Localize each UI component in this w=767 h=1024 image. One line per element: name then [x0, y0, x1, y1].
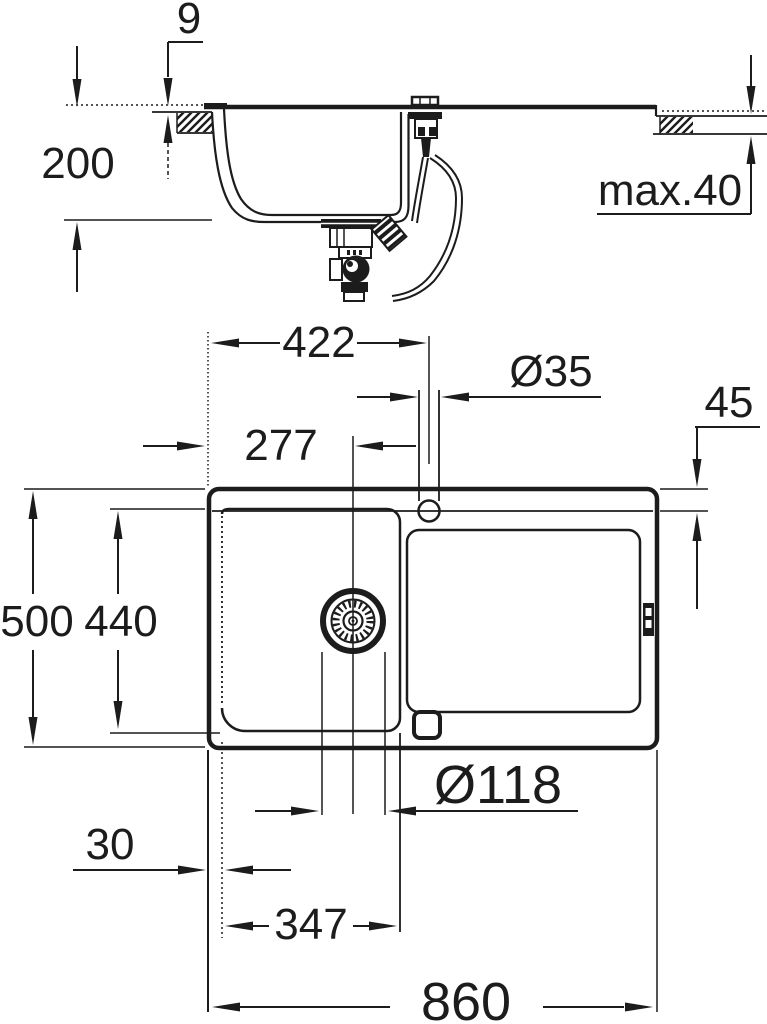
dim-rim-height: 9	[163, 0, 203, 179]
dim-rim-width: 45	[692, 378, 760, 609]
drainboard	[405, 528, 642, 714]
overflow-hose	[391, 154, 464, 302]
dim-bowl-width: 347	[225, 900, 397, 949]
dim-counter-thickness: max.40	[597, 55, 756, 215]
dim-label-overall-depth: 500	[0, 597, 73, 646]
dim-bowl-area-depth: 440	[84, 511, 158, 729]
overflow-badge	[412, 710, 442, 740]
dim-label-drain-offset: 277	[244, 421, 317, 470]
plan-view: 422 Ø35 277 45	[0, 318, 760, 1024]
dim-label-rim-height: 9	[177, 0, 201, 43]
ribbed-inlet	[370, 213, 408, 253]
dim-label-counter-thickness: max.40	[598, 166, 742, 215]
dim-label-bowl-area-depth: 440	[84, 597, 157, 646]
dim-edge-to-bowl: 30	[73, 820, 291, 875]
section-view: 9 200 max.40	[41, 0, 767, 302]
dim-label-edge-to-bowl: 30	[86, 820, 135, 869]
dim-label-overall-length: 860	[421, 972, 511, 1024]
drain-assembly	[321, 213, 408, 302]
dim-label-rim-width: 45	[705, 378, 754, 427]
dim-overall-length: 860	[212, 972, 653, 1024]
sink-outline	[206, 486, 660, 751]
dim-label-faucet-offset: 422	[282, 318, 355, 367]
dim-label-drain-dia: Ø118	[434, 755, 562, 815]
dim-bowl-depth: 200	[41, 46, 212, 292]
faucet-hole	[417, 390, 441, 523]
sink-bowl	[220, 507, 402, 733]
dim-label-faucet-hole-dia: Ø35	[509, 347, 592, 396]
sink-section	[204, 103, 656, 224]
dim-drain-offset: 277	[143, 421, 416, 470]
dim-faucet-hole-dia: Ø35	[357, 347, 601, 402]
dim-label-bowl-width: 347	[274, 900, 347, 949]
faucet-fitting-section	[408, 95, 442, 157]
dim-label-bowl-depth: 200	[41, 139, 114, 188]
countertop-left-section	[66, 104, 214, 134]
drain-strainer	[320, 588, 386, 654]
extension-lines	[24, 332, 708, 1012]
dim-overall-depth: 500	[0, 491, 74, 745]
dim-faucet-offset: 422	[211, 318, 427, 367]
dim-drain-dia: Ø118	[255, 755, 578, 816]
countertop-right-section	[653, 105, 767, 135]
brand-badge	[643, 603, 654, 636]
